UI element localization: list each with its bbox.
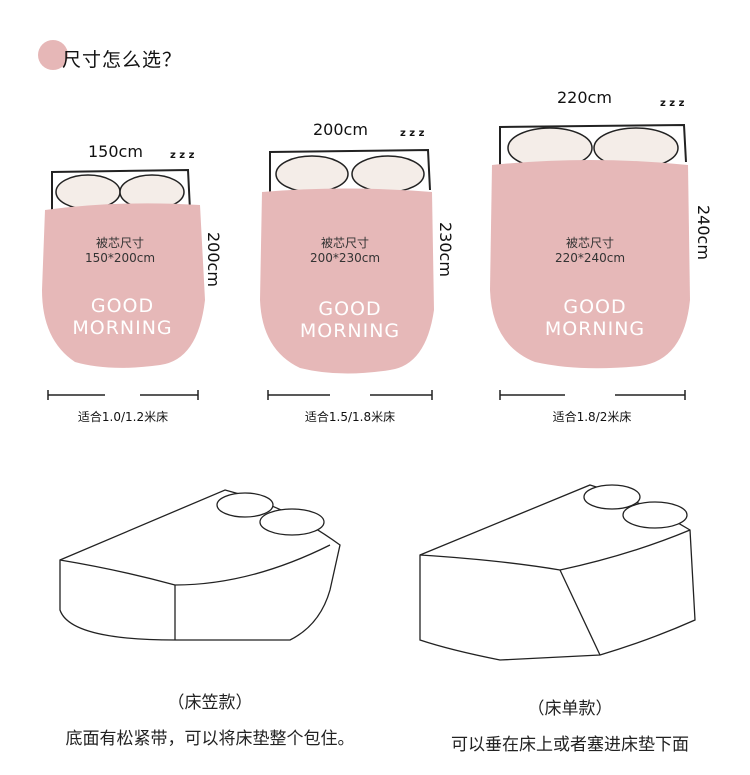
headboard-3: [499, 123, 687, 165]
slogan-3: GOOD MORNING: [544, 296, 646, 340]
zzz-icon: z z z: [660, 98, 685, 109]
width-label-1: 150cm: [88, 142, 143, 161]
headboard-1: [51, 168, 191, 212]
flat-style-desc: 可以垂在床上或者塞进床垫下面: [451, 735, 689, 755]
zzz-icon: z z z: [170, 150, 195, 161]
fit-label-2: 适合1.5/1.8米床: [304, 410, 396, 424]
page-title: 尺寸怎么选？: [62, 49, 183, 71]
core-label-1: 被芯尺寸: [95, 236, 144, 250]
headboard-2: [269, 148, 431, 192]
fitted-sheet-illustration: [59, 489, 341, 641]
fit-label-3: 适合1.8/2米床: [552, 410, 632, 424]
width-label-2: 200cm: [313, 120, 368, 139]
duvet-2: [260, 188, 434, 374]
duvet-3: [490, 160, 690, 369]
duvet-1: [42, 203, 205, 368]
fitted-style-name: （床笠款）: [167, 693, 253, 713]
flat-sheet-illustration: [419, 484, 696, 661]
core-size-3: 220*240cm: [554, 251, 626, 265]
fitted-style-desc: 底面有松紧带，可以将床垫整个包住。: [65, 729, 355, 749]
height-label-3: 240cm: [694, 205, 713, 260]
fit-label-1: 适合1.0/1.2米床: [77, 410, 169, 424]
core-label-3: 被芯尺寸: [565, 236, 614, 250]
core-size-1: 150*200cm: [84, 251, 156, 265]
slogan-2: GOOD MORNING: [299, 298, 401, 342]
core-size-2: 200*230cm: [309, 251, 381, 265]
title-dot-decoration: [38, 40, 68, 70]
height-label-2: 230cm: [436, 222, 455, 277]
zzz-icon: z z z: [400, 128, 425, 139]
core-label-2: 被芯尺寸: [320, 236, 369, 250]
height-label-1: 200cm: [204, 232, 223, 287]
width-label-3: 220cm: [557, 88, 612, 107]
flat-style-name: （床单款）: [527, 699, 613, 719]
slogan-1: GOOD MORNING: [72, 295, 173, 339]
